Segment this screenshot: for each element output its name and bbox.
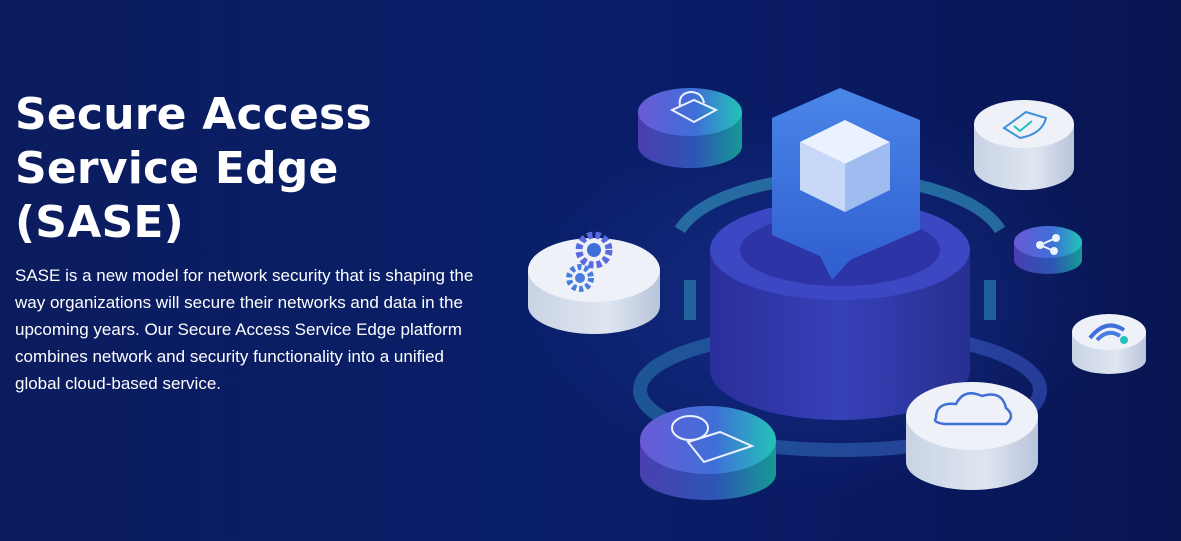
wifi-icon	[1072, 314, 1146, 374]
hero-copy: Secure Access Service Edge (SASE) SASE i…	[15, 88, 495, 397]
gears-icon	[528, 231, 660, 334]
cube-icon	[772, 88, 920, 280]
page-title: Secure Access Service Edge (SASE)	[15, 89, 372, 248]
share-icon	[1014, 226, 1082, 274]
sase-illustration	[520, 70, 1160, 541]
user-icon	[640, 406, 776, 500]
lock-icon	[638, 88, 742, 168]
hero-description: SASE is a new model for network security…	[15, 266, 474, 393]
shield-check-icon	[974, 100, 1074, 190]
cloud-icon	[906, 382, 1038, 490]
